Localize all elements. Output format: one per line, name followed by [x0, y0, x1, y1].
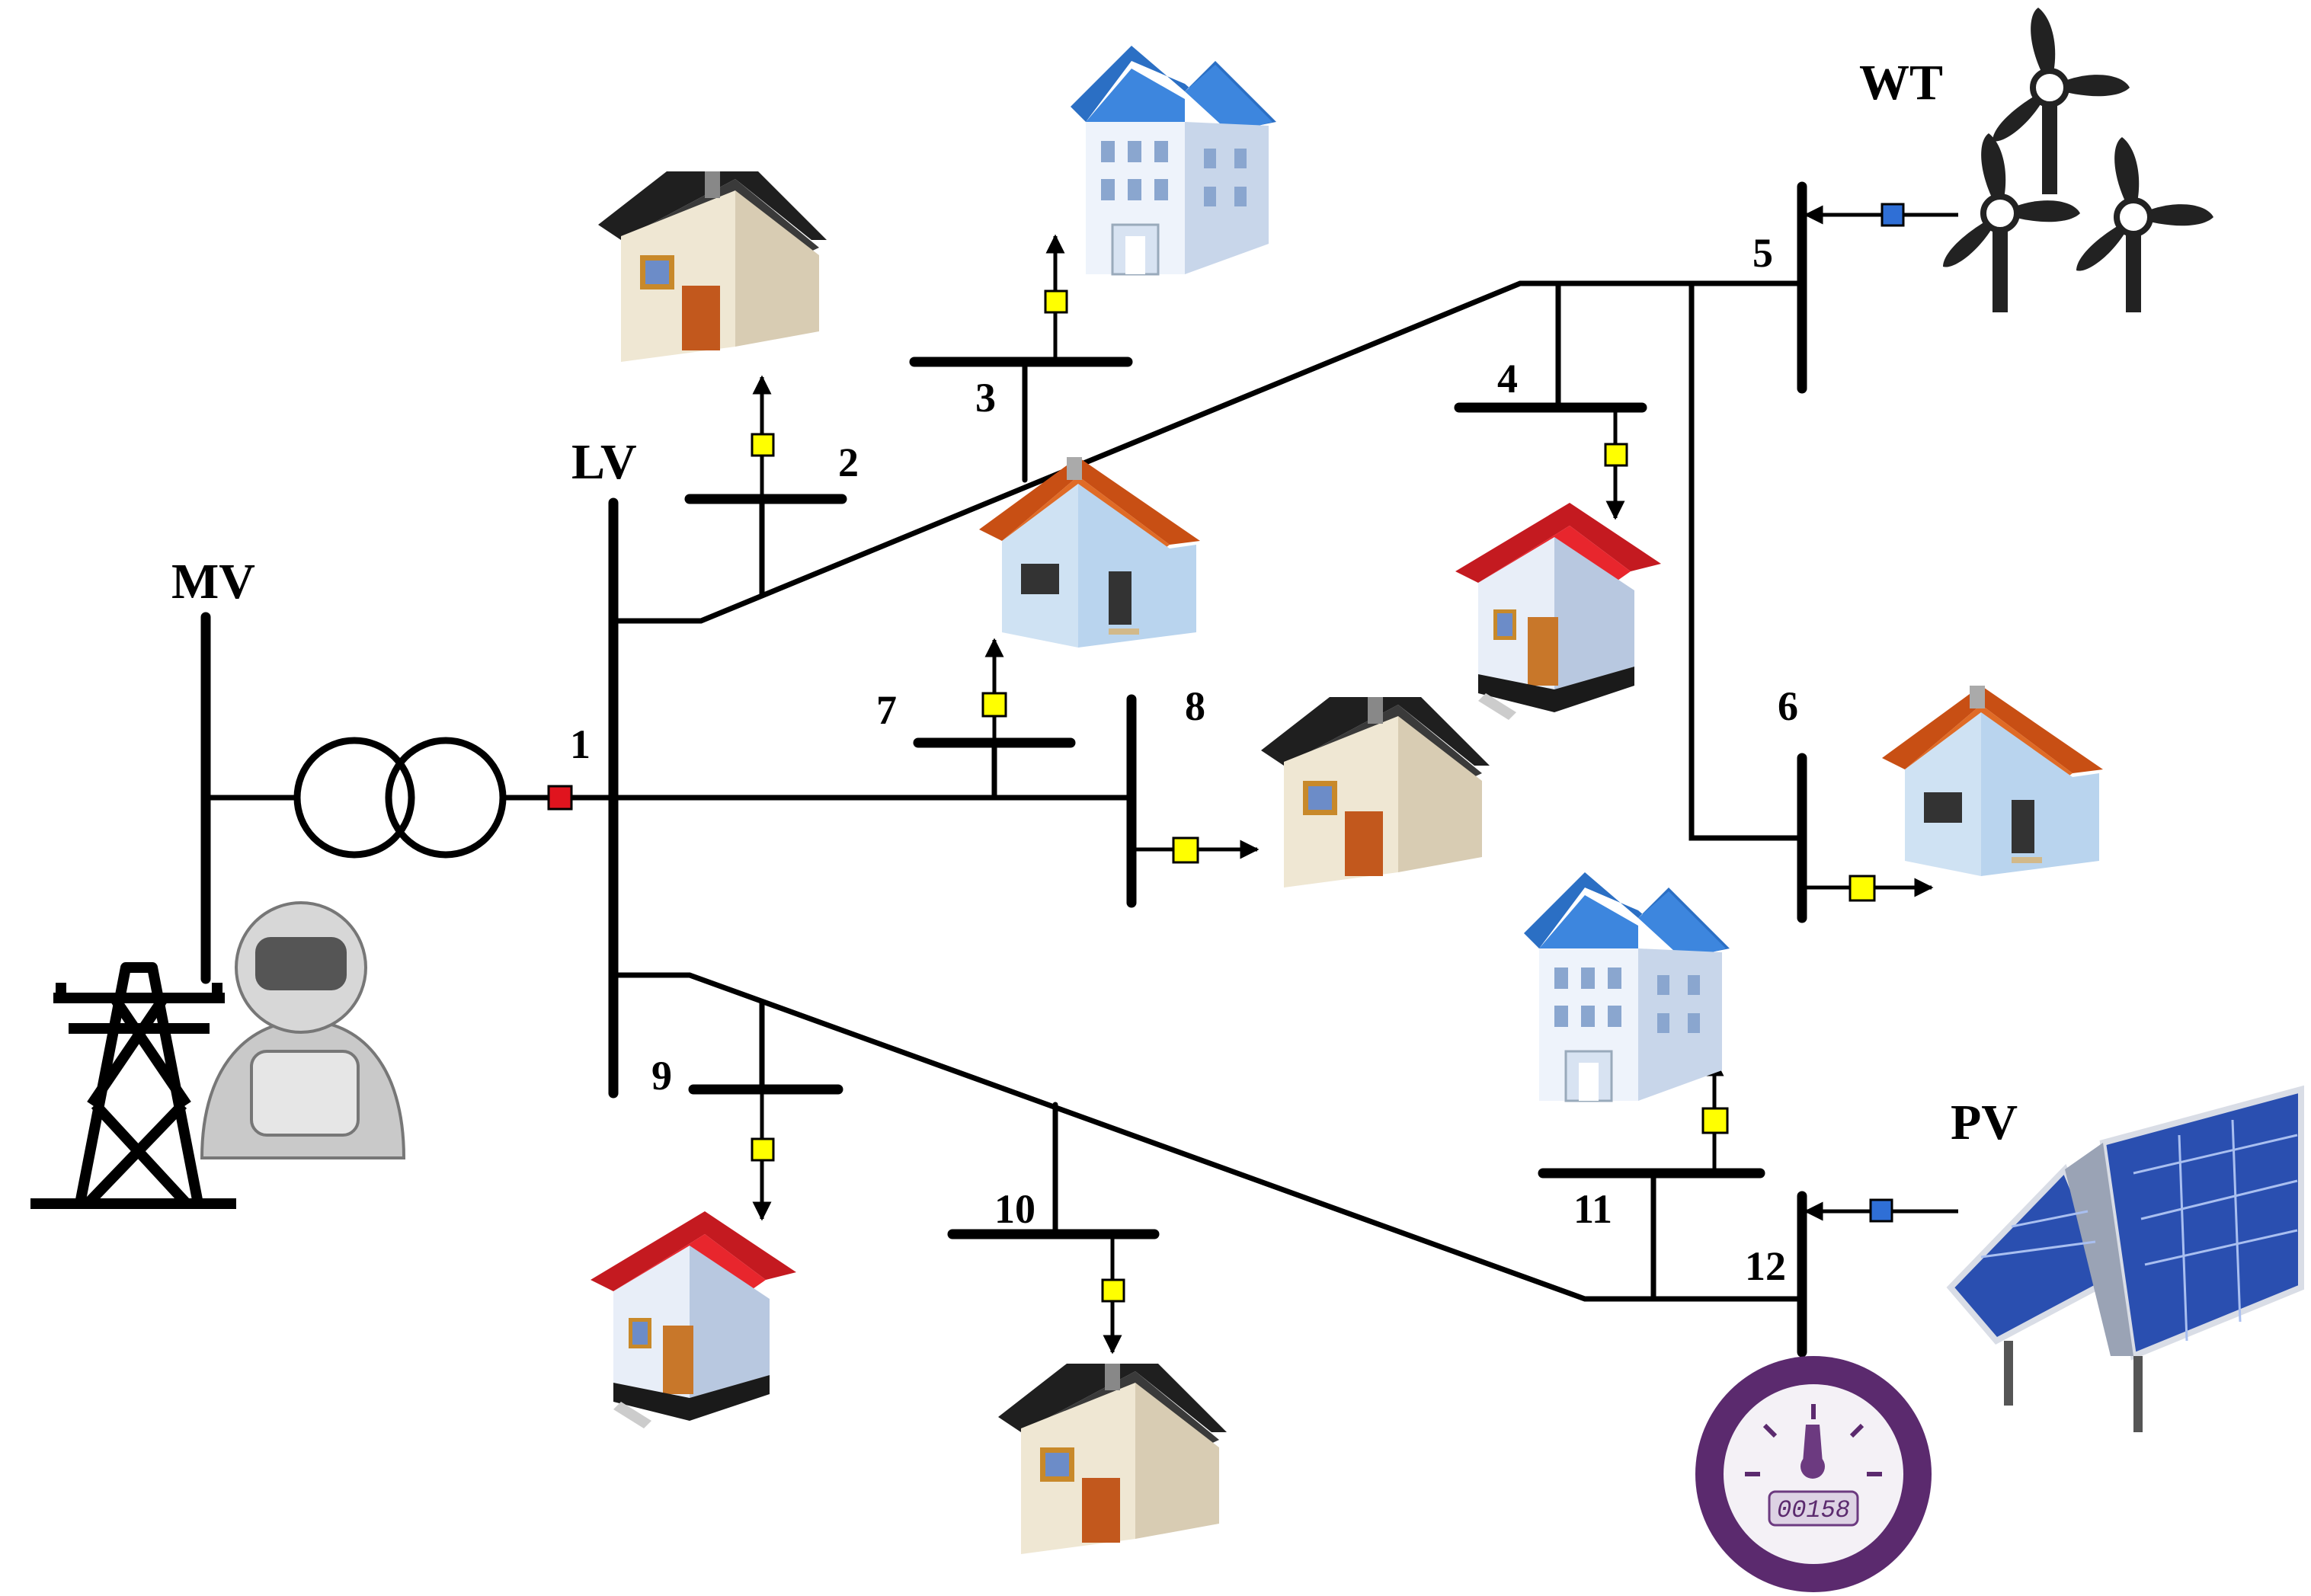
meter-bus7: [981, 692, 1007, 718]
meter-bus6: [1848, 875, 1876, 902]
label-bus1: 1: [570, 721, 591, 767]
label-bus11: 11: [1573, 1186, 1612, 1232]
bus6-feeder: [1688, 280, 1805, 841]
label-bus7: 7: [876, 687, 897, 733]
meter-bus4: [1604, 443, 1628, 467]
meter-bus3: [1044, 289, 1068, 314]
label-bus10: 10: [994, 1186, 1035, 1232]
label-bus8: 8: [1185, 683, 1205, 729]
label-bus6: 6: [1778, 683, 1798, 729]
label-mv: MV: [171, 554, 255, 609]
network-lines: [200, 181, 1807, 1358]
label-pv: PV: [1951, 1095, 2018, 1150]
meter-bus10: [1101, 1278, 1125, 1303]
meter-bus8: [1172, 836, 1199, 864]
meter-pv: [1869, 1198, 1893, 1223]
house-icon-bus10: [998, 1364, 1227, 1554]
wind-turbine-icon: [1943, 8, 2213, 312]
house-icon-bus2: [598, 171, 827, 362]
lower-feeder: [610, 972, 1805, 1302]
label-bus3: 3: [975, 375, 996, 421]
label-bus5: 5: [1752, 230, 1773, 276]
house-icon-bus4: [1455, 503, 1661, 720]
transformer-icon: [293, 737, 507, 859]
meter-reading: 00158: [1777, 1496, 1850, 1524]
meter-bus9: [751, 1137, 775, 1162]
meter-points: [547, 203, 1905, 1303]
label-wt: WT: [1859, 55, 1943, 110]
meter-main: [547, 785, 573, 811]
meter-bus2: [751, 433, 775, 457]
house-icon-bus6: [1882, 686, 2103, 876]
house-icon-bus9: [591, 1211, 796, 1428]
label-bus9: 9: [651, 1053, 672, 1099]
house-icon-bus8: [1261, 697, 1490, 888]
label-lv: LV: [571, 434, 637, 490]
smart-meter-icon: 00158: [1695, 1356, 1932, 1592]
transmission-tower-icon: [30, 962, 236, 1209]
solar-panel-icon: [1946, 1085, 2304, 1432]
meter-bus11: [1701, 1107, 1729, 1134]
operator-avatar-icon: [200, 901, 406, 1159]
label-bus12: 12: [1745, 1243, 1786, 1289]
upper-feeder: [610, 280, 1805, 624]
labels: MV LV WT PV 1 2 3 4 5 6 7 8 9 10 11 12: [171, 55, 2018, 1289]
building-icon-bus3: [1069, 44, 1278, 276]
label-bus4: 4: [1497, 356, 1518, 401]
label-bus2: 2: [838, 440, 859, 485]
building-icon-bus11: [1522, 871, 1731, 1102]
house-icon-bus7: [979, 457, 1200, 648]
meter-wt: [1880, 203, 1905, 227]
